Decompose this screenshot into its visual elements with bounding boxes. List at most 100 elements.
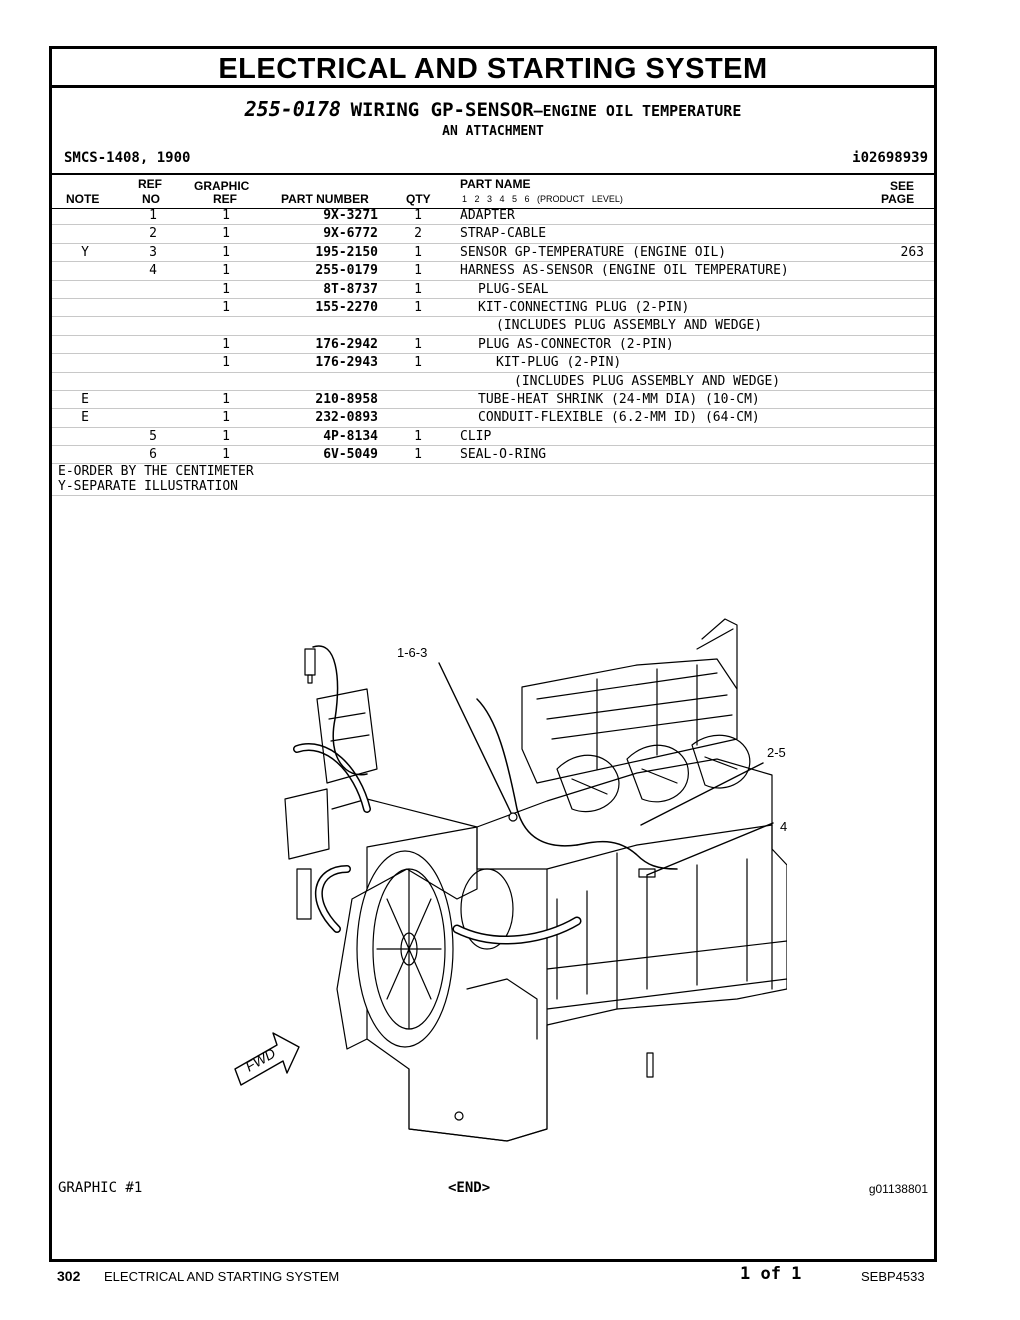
cell-name: CONDUIT-FLEXIBLE (6.2-MM ID) (64-CM) [478, 410, 760, 426]
footer-section: ELECTRICAL AND STARTING SYSTEM [104, 1269, 340, 1284]
callout-1-6-3: 1-6-3 [397, 645, 427, 660]
table-row: (INCLUDES PLUG ASSEMBLY AND WEDGE) [52, 373, 934, 391]
cell-graphic: 1 [222, 263, 230, 279]
cell-name: (INCLUDES PLUG ASSEMBLY AND WEDGE) [514, 373, 781, 389]
table-row: Y 3 1 195-2150 1 SENSOR GP-TEMPERATURE (ENGIN… [52, 244, 934, 263]
cell-name: TUBE-HEAT SHRINK (24-MM DIA) (10-CM) [478, 391, 760, 407]
cell-graphic: 1 [222, 208, 230, 223]
cell-name: CLIP [460, 428, 492, 444]
cell-qty: 1 [414, 263, 422, 279]
cell-graphic: 1 [222, 391, 230, 407]
header-see-top: SEE [890, 179, 915, 193]
cell-part: 9X-6772 [323, 226, 378, 242]
cell-graphic: 1 [222, 281, 230, 297]
group-part-number: 255-0178 [244, 97, 341, 121]
group-name: WIRING GP-SENSOR [350, 99, 534, 121]
end-marker: <END> [448, 1180, 491, 1196]
cell-graphic: 1 [222, 428, 230, 444]
cell-name: PLUG AS-CONNECTOR (2-PIN) [478, 336, 674, 352]
group-title: 255-0178 WIRING GP-SENSOR—ENGINE OIL TEM… [52, 97, 934, 121]
header-part-name: PART NAME [460, 177, 531, 191]
group-dash: — [533, 102, 543, 120]
cell-graphic: 1 [222, 226, 230, 242]
cell-qty: 1 [414, 299, 422, 315]
table-row: E 1 210-8958 TUBE-HEAT SHRINK (24-MM DIA) (… [52, 391, 934, 410]
cell-qty: 1 [414, 208, 422, 223]
cell-qty: 1 [414, 355, 422, 371]
note-y: Y-SEPARATE ILLUSTRATION [58, 479, 239, 494]
table-row: 6 1 6V-5049 1 SEAL-O-RING [52, 446, 934, 465]
cell-qty: 1 [414, 244, 422, 260]
cell-ref: 3 [149, 244, 157, 260]
cell-ref: 1 [149, 208, 157, 223]
header-graphic-bottom: REF [213, 192, 237, 206]
header-ref-top: REF [138, 177, 162, 191]
cell-ref: 4 [149, 263, 157, 279]
table-row: E 1 232-0893 CONDUIT-FLEXIBLE (6.2-MM ID) (… [52, 409, 934, 428]
header-qty: QTY [406, 192, 431, 206]
header-graphic-top: GRAPHIC [194, 179, 250, 193]
cell-part: 8T-8737 [323, 281, 378, 297]
notes-divider [52, 495, 934, 496]
cell-name: ADAPTER [460, 208, 515, 223]
parts-table-header: NOTE REF NO GRAPHIC REF PART NUMBER QTY … [52, 173, 934, 209]
cell-graphic: 1 [222, 299, 230, 315]
cell-note: Y [81, 244, 89, 260]
cell-part: 9X-3271 [323, 208, 378, 223]
cell-qty: 1 [414, 447, 422, 463]
cell-graphic: 1 [222, 410, 230, 426]
attachment-label: AN ATTACHMENT [442, 124, 544, 139]
cell-note: E [81, 410, 89, 426]
header-see-bottom: PAGE [881, 192, 915, 206]
cell-part: 195-2150 [315, 244, 378, 260]
cell-part: 4P-8134 [323, 428, 378, 444]
callout-2-5: 2-5 [767, 745, 786, 760]
header-ref-bottom: NO [142, 192, 160, 206]
cell-qty: 1 [414, 336, 422, 352]
cell-name: PLUG-SEAL [478, 281, 549, 297]
graphic-label: GRAPHIC #1 [58, 1180, 143, 1196]
cell-part: 176-2942 [315, 336, 378, 352]
footer-doc-id: SEBP4533 [861, 1269, 925, 1284]
cell-graphic: 1 [222, 244, 230, 260]
footer-page-number: 302 [57, 1268, 81, 1284]
table-row: (INCLUDES PLUG ASSEMBLY AND WEDGE) [52, 317, 934, 336]
smcs-code: SMCS-1408, 1900 [64, 150, 191, 166]
group-suffix: ENGINE OIL TEMPERATURE [542, 102, 742, 120]
graphic-id: g01138801 [868, 1182, 928, 1196]
cell-part: 176-2943 [315, 355, 378, 371]
cell-name: KIT-CONNECTING PLUG (2-PIN) [478, 299, 690, 315]
cell-name: SENSOR GP-TEMPERATURE (ENGINE OIL) [460, 244, 727, 260]
table-row: 4 1 255-0179 1 HARNESS AS-SENSOR (ENGINE OIL… [52, 262, 934, 281]
footer-page-of: 1 of 1 [740, 1264, 802, 1284]
cell-qty: 2 [414, 226, 422, 242]
engine-illustration: FWD 1-6-3 2-5 4 [234, 618, 787, 1142]
note-e: E-ORDER BY THE CENTIMETER [58, 464, 254, 479]
cell-name: HARNESS AS-SENSOR (ENGINE OIL TEMPERATUR… [460, 263, 789, 279]
cell-graphic: 1 [222, 355, 230, 371]
cell-part: 232-0893 [315, 410, 378, 426]
cell-see: 263 [900, 244, 924, 260]
cell-part: 6V-5049 [323, 447, 378, 463]
cell-note: E [81, 391, 89, 407]
header-part-number: PART NUMBER [281, 192, 369, 206]
cell-ref: 6 [149, 447, 157, 463]
cell-graphic: 1 [222, 447, 230, 463]
callout-4: 4 [780, 819, 787, 834]
header-note: NOTE [66, 192, 100, 206]
cell-part: 210-8958 [315, 391, 378, 407]
table-row: 1 1 9X-3271 1 ADAPTER [52, 207, 934, 226]
page-frame: ELECTRICAL AND STARTING SYSTEM 255-0178 … [49, 46, 937, 1262]
cell-part: 255-0179 [315, 263, 378, 279]
info-id: i02698939 [852, 150, 928, 166]
cell-name: SEAL-O-RING [460, 447, 547, 463]
cell-name: (INCLUDES PLUG ASSEMBLY AND WEDGE) [496, 318, 763, 334]
header-product-level: 1 2 3 4 5 6 (PRODUCT LEVEL) [462, 194, 623, 204]
